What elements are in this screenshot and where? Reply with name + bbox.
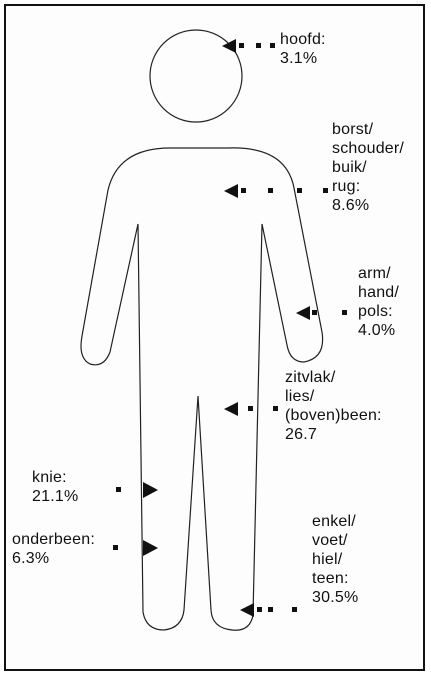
knee-pointer <box>116 482 158 498</box>
arm-label: arm/ hand/ pols: 4.0% <box>358 264 399 340</box>
chest-label: borst/ schouder/ buik/ rug: 8.6% <box>332 120 404 215</box>
knee-label: knie: 21.1% <box>32 468 78 506</box>
head-pointer <box>222 39 275 53</box>
head-label: hoofd: 3.1% <box>280 30 326 68</box>
lowerleg-label: onderbeen: 6.3% <box>12 530 95 568</box>
ankle-pointer <box>240 603 297 617</box>
lowerleg-pointer <box>113 540 158 556</box>
hip-label: zitvlak/ lies/ (boven)been: 26.7 <box>285 368 382 444</box>
arm-pointer <box>296 306 347 320</box>
ankle-label: enkel/ voet/ hiel/ teen: 30.5% <box>312 512 358 607</box>
hip-pointer <box>224 402 278 416</box>
chest-pointer <box>224 184 328 198</box>
